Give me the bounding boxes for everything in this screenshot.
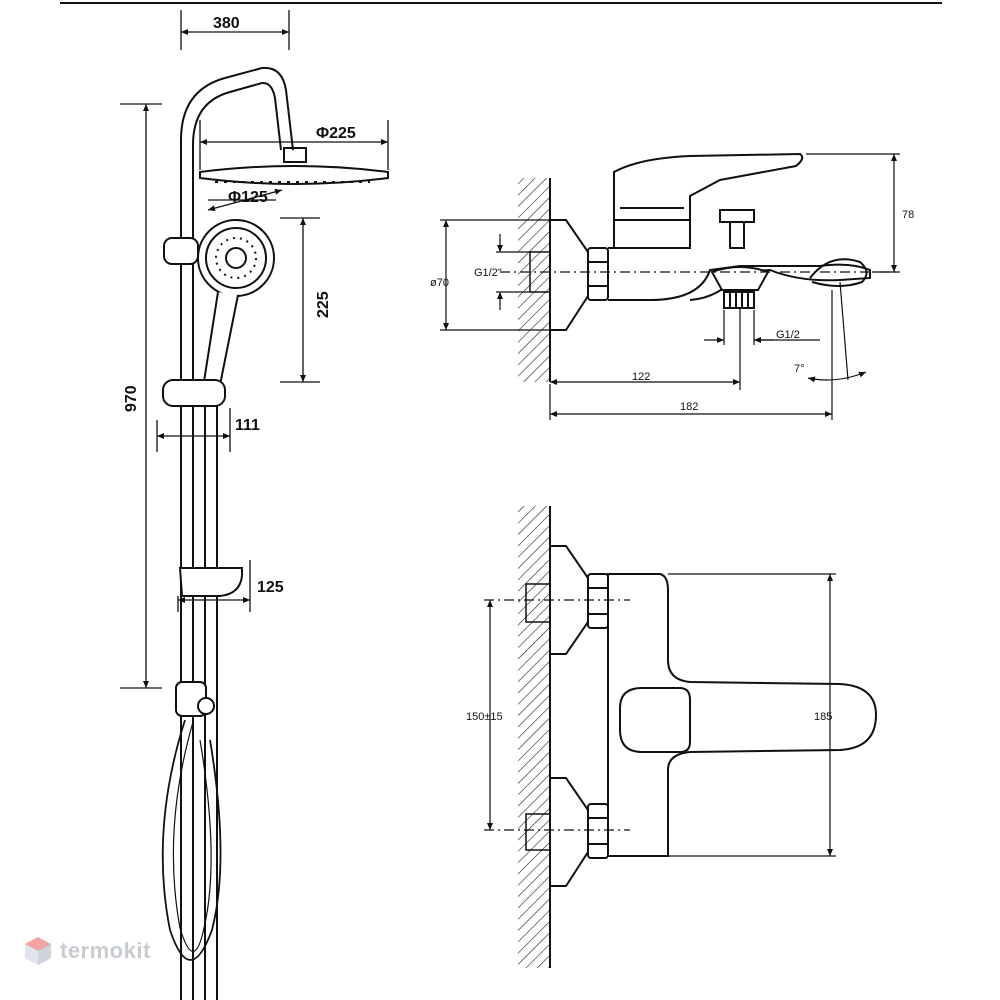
dim-body-height: 185 [814,711,832,723]
lower-flange [550,777,589,887]
diverter-knob [719,209,755,223]
soap-shelf [178,567,243,597]
head-connector [283,147,307,163]
shower-hose [161,719,222,961]
dim-mixer-height: 78 [902,209,914,221]
dim-total-depth: 182 [680,401,698,413]
shower-dimension-lines [120,10,389,689]
connector-nut [587,247,609,301]
mixer-side-dimensions [440,153,900,420]
upper-clamp [163,237,199,265]
spout-outlet [809,258,868,287]
rain-shower-head [199,165,389,185]
front-handle [619,687,691,753]
dim-spout-angle: 7° [794,363,805,375]
mixer-side-view [518,152,871,382]
wall-flange [550,219,589,331]
hexagon-logo-icon [25,937,51,965]
dim-handset-height: 225 [315,291,332,318]
shower-column [161,66,389,1000]
mixer-handle [613,152,804,221]
upper-nut [587,573,609,629]
dim-shelf-reach: 125 [257,579,284,596]
dim-inlet-thread: G1/2" [474,267,502,279]
mixer-front-dimensions [484,573,836,857]
dim-inlet-spacing: 150±15 [466,711,503,723]
riser-pipe-inner [192,81,282,1000]
wall-hatch-bottom [518,506,550,968]
mixer-front-labels: 150±15 185 [466,711,832,723]
watermark-logo: termokit [24,936,151,966]
dim-flange-diameter: ø70 [430,277,449,289]
mixer-front-body [607,573,878,857]
mixer-side-labels: ø70 G1/2" 78 G1/2 122 182 7° [430,209,914,413]
dim-handset-diameter: Φ125 [228,189,268,206]
dim-head-diameter: Φ225 [316,125,356,142]
hand-shower-head [197,219,275,297]
watermark-brand: termokit [60,938,151,963]
dim-arm-reach: 380 [213,15,240,32]
mixer-front-view [518,506,878,968]
dim-outlet-thread: G1/2 [776,329,800,341]
shower-dimension-labels: 380 970 Φ225 Φ125 225 111 125 [123,15,356,596]
riser-pipe [180,66,294,1000]
dim-holder-reach: 111 [235,417,260,434]
shower-outlet-thread [723,291,755,309]
slide-holder [162,379,226,407]
hand-shower-handle [201,291,239,392]
dim-spout-to-outlet: 122 [632,371,650,383]
dim-total-height: 970 [123,385,140,412]
lower-nut [587,803,609,859]
wall-hatch-top [518,178,550,382]
